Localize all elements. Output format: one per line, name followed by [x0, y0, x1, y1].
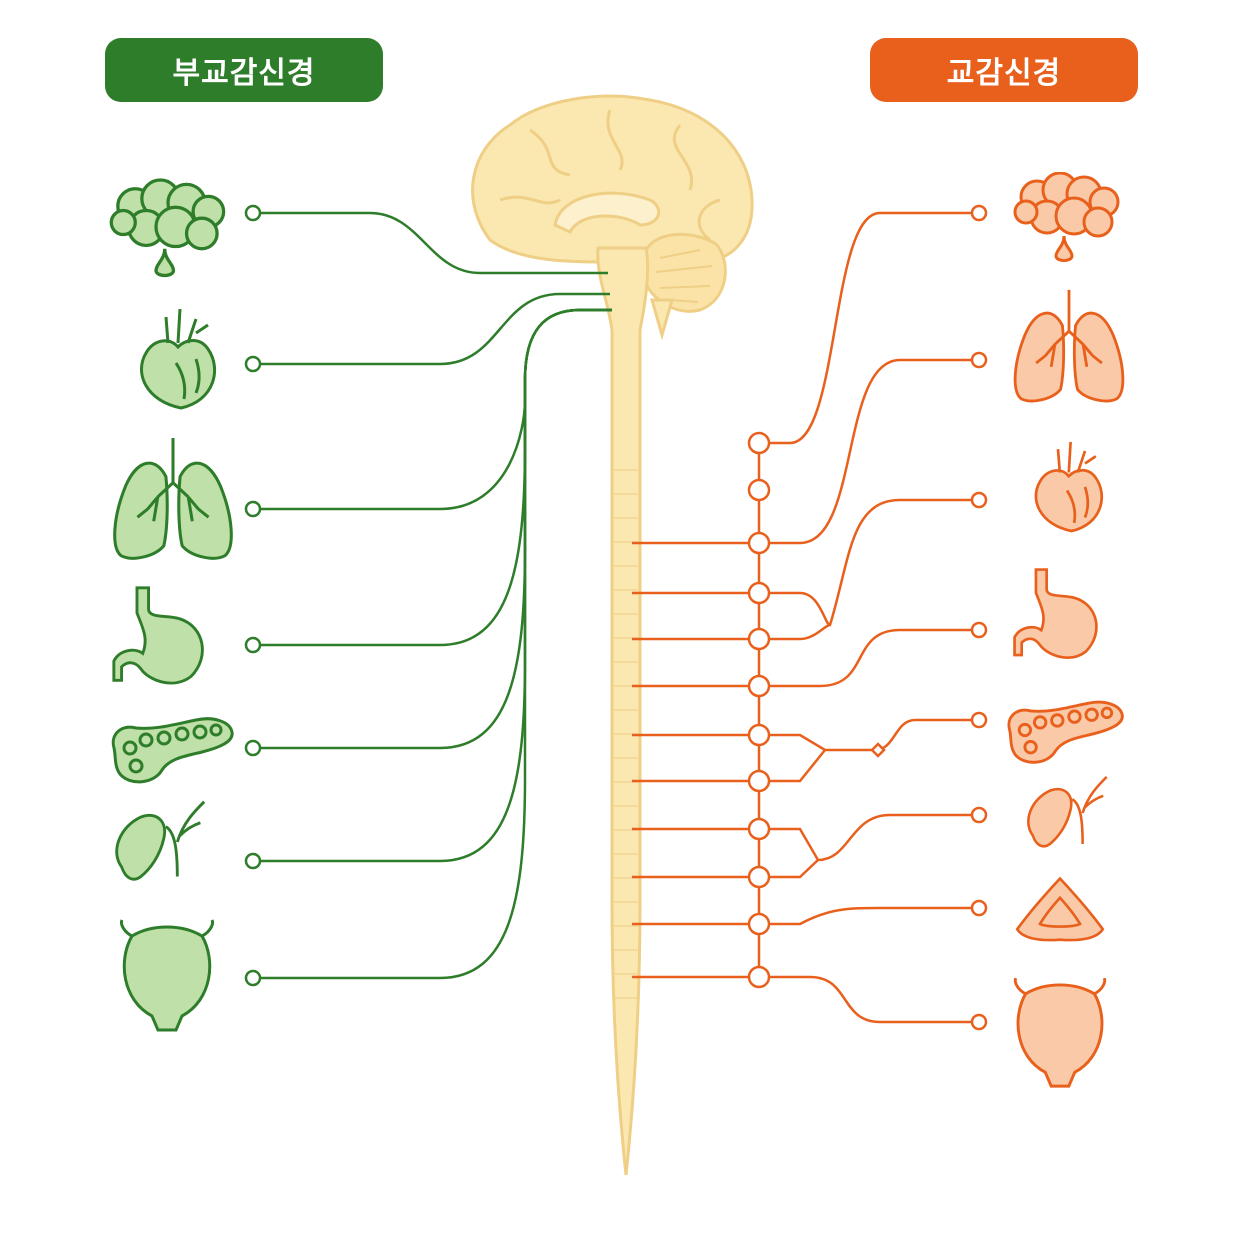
postganglionic-nerve — [770, 975, 972, 1024]
sympathetic-ganglion — [747, 865, 771, 889]
parasympathetic-nerve — [260, 211, 608, 275]
postganglionic-nerve — [770, 358, 972, 545]
parasympathetic-nerve — [260, 292, 610, 366]
postganglionic-nerve — [770, 813, 972, 879]
sympathetic-ganglion — [747, 627, 771, 651]
postganglionic-nerve — [770, 906, 972, 926]
nerve-endpoint — [244, 204, 262, 222]
nerve-endpoint — [970, 491, 988, 509]
adrenal-gland-icon — [1015, 877, 1105, 942]
pancreas-icon — [1007, 700, 1124, 764]
sympathetic-ganglion — [747, 431, 771, 455]
nerve-endpoint — [244, 355, 262, 373]
parasympathetic-nerve — [260, 308, 612, 980]
pancreas-icon — [111, 717, 234, 784]
sympathetic-ganglion — [747, 478, 771, 502]
nerve-endpoint — [970, 351, 988, 369]
stomach-icon — [112, 586, 204, 685]
stomach-icon — [1013, 568, 1098, 660]
nerve-endpoint — [970, 899, 988, 917]
heart-icon — [139, 307, 217, 410]
sympathetic-ganglion — [747, 674, 771, 698]
parasympathetic-nerve — [260, 308, 612, 863]
nerve-endpoint — [970, 621, 988, 639]
nerve-endpoint — [244, 500, 262, 518]
parasympathetic-nerve — [260, 308, 612, 647]
sympathetic-ganglion — [747, 965, 771, 989]
sympathetic-ganglion — [747, 769, 771, 793]
bladder-icon — [1013, 978, 1107, 1088]
postganglionic-nerve — [770, 718, 972, 783]
brain-icon — [471, 94, 754, 341]
lungs-icon — [1013, 288, 1125, 403]
parasympathetic-label: 부교감신경 — [105, 38, 383, 102]
nerve-endpoint — [970, 806, 988, 824]
nerve-endpoint — [244, 739, 262, 757]
sympathetic-ganglion — [747, 912, 771, 936]
nerve-endpoint — [970, 1013, 988, 1031]
nerve-endpoint — [970, 204, 988, 222]
bladder-icon — [119, 918, 215, 1032]
nerve-endpoint — [244, 636, 262, 654]
heart-icon — [1034, 440, 1104, 533]
sympathetic-ganglion — [747, 817, 771, 841]
postganglionic-nerve — [770, 498, 972, 641]
salivary-gland-icon — [109, 178, 226, 278]
parasympathetic-nerve — [260, 308, 612, 750]
nerve-endpoint — [970, 711, 988, 729]
nerve-endpoint — [244, 852, 262, 870]
spinal-cord — [596, 246, 650, 1176]
sympathetic-ganglion — [747, 531, 771, 555]
sympathetic-ganglion — [747, 581, 771, 605]
salivary-gland-icon — [1013, 172, 1120, 262]
parasympathetic-nerve — [260, 308, 612, 511]
postganglionic-nerve — [770, 628, 972, 688]
sympathetic-ganglion — [747, 723, 771, 747]
gallbladder-icon — [115, 800, 206, 881]
sympathetic-label: 교감신경 — [870, 38, 1138, 102]
gallbladder-icon — [1027, 775, 1109, 848]
pancreas-junction — [870, 742, 886, 758]
lungs-icon — [113, 436, 233, 560]
nerve-endpoint — [244, 969, 262, 987]
postganglionic-nerve — [770, 211, 972, 445]
